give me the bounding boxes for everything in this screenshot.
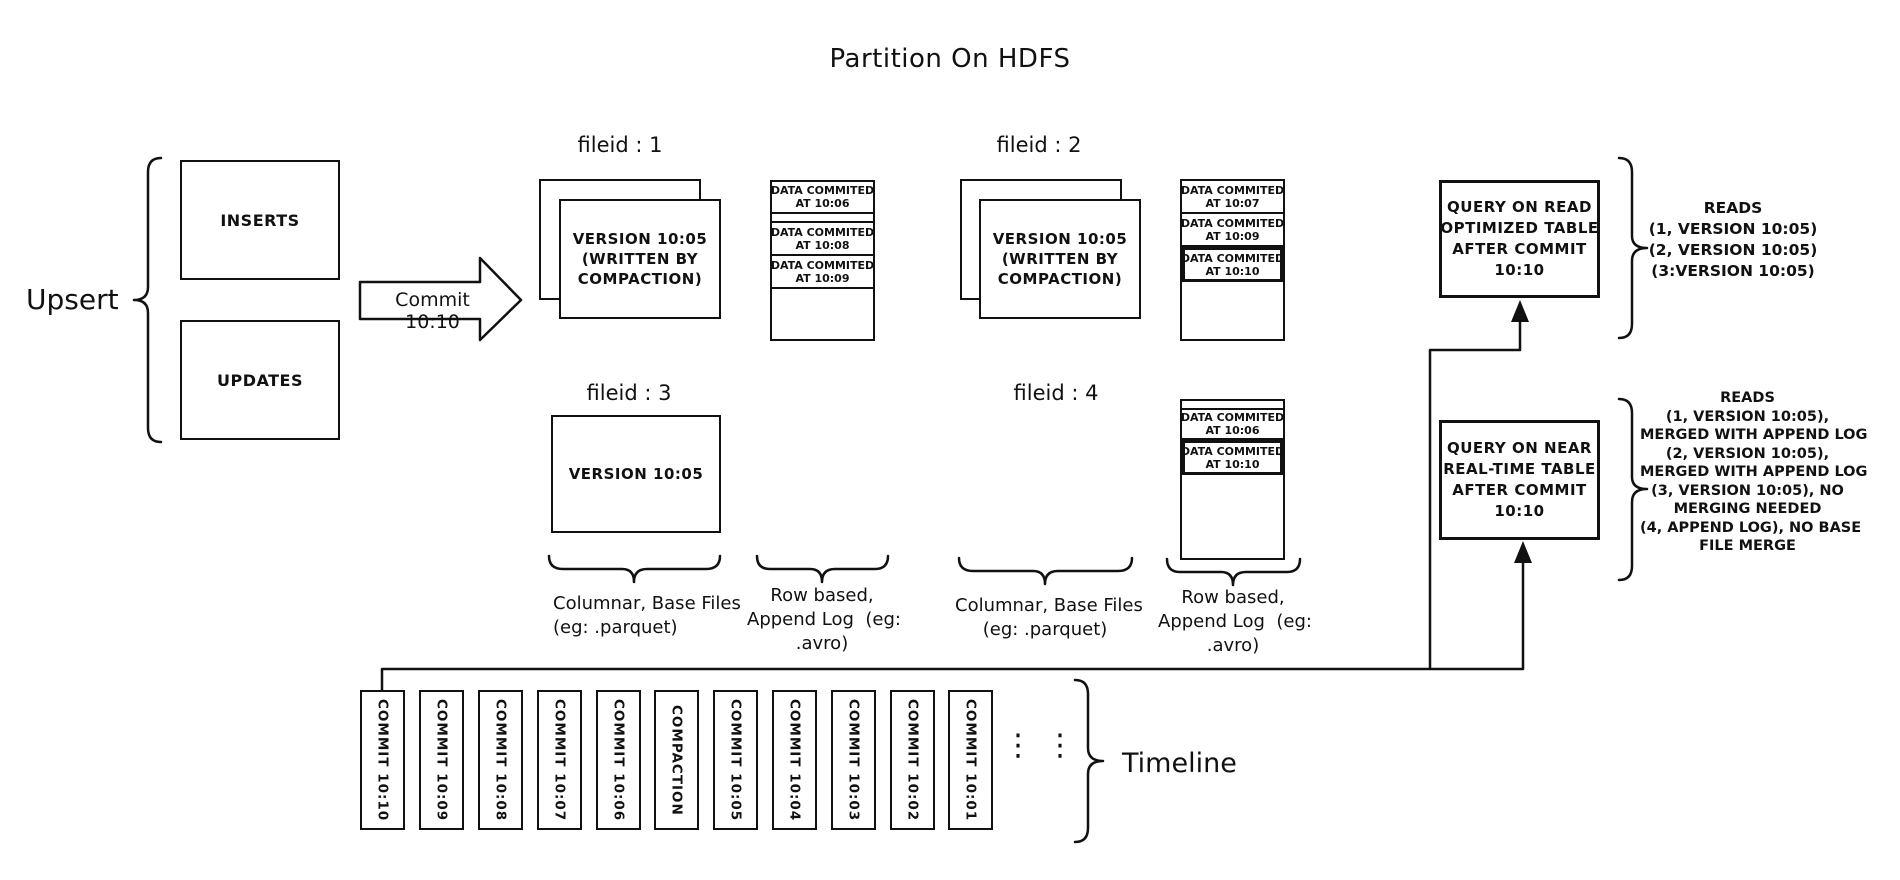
- upsert-label: Upsert: [26, 283, 119, 316]
- timeline-ellipsis: ⋮: [1045, 728, 1075, 763]
- read-optimized-arrowhead: [1511, 300, 1529, 322]
- log-free-space: [772, 289, 873, 339]
- timeline-commit-box: COMMIT 10:09: [419, 690, 464, 830]
- log-cell-latest: DATA COMMITED AT 10:10: [1181, 440, 1284, 475]
- append-log-label-1: Row based, Append Log (eg: .avro): [747, 585, 901, 654]
- timeline-commit-label: COMMIT 10:05: [727, 698, 744, 822]
- append-log-brace-1: [755, 554, 890, 584]
- timeline-commit-label: COMMIT 10:10: [374, 698, 391, 822]
- log-free-space: [1182, 475, 1283, 558]
- base-files-label-1: Columnar, Base Files (eg: .parquet): [553, 593, 741, 638]
- log-cell-latest: DATA COMMITED AT 10:10: [1181, 247, 1284, 282]
- log-free-space: [1182, 282, 1283, 339]
- fileid-1-append-log: DATA COMMITED AT 10:06 DATA COMMITED AT …: [770, 180, 875, 341]
- timeline-commit-box: COMMIT 10:02: [890, 690, 935, 830]
- inserts-box: INSERTS: [180, 160, 340, 280]
- timeline-commit-box: COMMIT 10:08: [478, 690, 523, 830]
- fileid-2-append-log: DATA COMMITED AT 10:07 DATA COMMITED AT …: [1180, 179, 1285, 341]
- commit-arrow-label: Commit 10:10: [395, 289, 470, 333]
- log-empty-strip: [1182, 401, 1283, 410]
- upsert-brace: [132, 156, 163, 444]
- base-files-label-2: Columnar, Base Files (eg: .parquet): [955, 595, 1143, 640]
- timeline-commit-box: COMMIT 10:06: [596, 690, 641, 830]
- query-near-real-time-box: QUERY ON NEAR REAL-TIME TABLE AFTER COMM…: [1439, 420, 1600, 540]
- base-files-brace-2: [957, 556, 1134, 586]
- fileid-3-label: fileid : 3: [586, 381, 672, 405]
- timeline-ellipsis: ⋮: [1003, 728, 1033, 763]
- timeline-compaction-label: COMPACTION: [668, 704, 685, 816]
- timeline-commit-label: COMMIT 10:01: [962, 698, 979, 822]
- timeline-commit-label: COMMIT 10:07: [551, 698, 568, 822]
- timeline-label: Timeline: [1122, 748, 1237, 779]
- append-log-brace-2: [1165, 557, 1302, 587]
- query-read-optimized-box: QUERY ON READ OPTIMIZED TABLE AFTER COMM…: [1439, 180, 1600, 298]
- base-files-brace-1: [547, 554, 722, 584]
- timeline-commit-label: COMMIT 10:08: [492, 698, 509, 822]
- page-title: Partition On HDFS: [829, 44, 1071, 74]
- timeline-commit-box: COMMIT 10:04: [772, 690, 817, 830]
- updates-box: UPDATES: [180, 320, 340, 440]
- timeline-commit-box: COMMIT 10:01: [948, 690, 993, 830]
- log-cell: DATA COMMITED AT 10:09: [771, 256, 874, 289]
- append-log-label-2: Row based, Append Log (eg: .avro): [1158, 587, 1312, 656]
- fileid-4-label: fileid : 4: [1013, 381, 1099, 405]
- fileid-1-label: fileid : 1: [577, 133, 663, 157]
- timeline-brace: [1073, 678, 1105, 844]
- fileid-2-label: fileid : 2: [996, 133, 1082, 157]
- fileid-2-base-front: VERSION 10:05 (WRITTEN BY COMPACTION): [979, 199, 1141, 319]
- timeline-commit-box: COMMIT 10:05: [713, 690, 758, 830]
- log-cell: DATA COMMITED AT 10:06: [771, 182, 874, 214]
- timeline-commit-label: COMMIT 10:04: [786, 698, 803, 822]
- timeline-commit-box: COMMIT 10:10: [360, 690, 405, 830]
- timeline-commit-label: COMMIT 10:03: [845, 698, 862, 822]
- fileid-3-base: VERSION 10:05: [551, 415, 721, 533]
- fileid-1-base-front: VERSION 10:05 (WRITTEN BY COMPACTION): [559, 199, 721, 319]
- query-near-real-time-results: READS (1, VERSION 10:05), MERGED WITH AP…: [1640, 390, 1868, 554]
- fileid-4-append-log: DATA COMMITED AT 10:06 DATA COMMITED AT …: [1180, 399, 1285, 560]
- log-empty-strip: [772, 214, 873, 223]
- timeline-commit-label: COMMIT 10:02: [904, 698, 921, 822]
- query-read-optimized-results: READS (1, VERSION 10:05) (2, VERSION 10:…: [1648, 199, 1818, 280]
- timeline-commit-box: COMMIT 10:03: [831, 690, 876, 830]
- timeline-commit-label: COMMIT 10:09: [433, 698, 450, 822]
- log-cell: DATA COMMITED AT 10:08: [771, 223, 874, 256]
- log-cell: DATA COMMITED AT 10:07: [1181, 181, 1284, 214]
- near-real-time-arrowhead: [1514, 541, 1532, 563]
- timeline-commit-label: COMMIT 10:06: [610, 698, 627, 822]
- timeline-compaction-box: COMPACTION: [654, 690, 699, 830]
- timeline-commit-box: COMMIT 10:07: [537, 690, 582, 830]
- log-cell: DATA COMMITED AT 10:09: [1181, 214, 1284, 247]
- log-cell: DATA COMMITED AT 10:06: [1181, 410, 1284, 440]
